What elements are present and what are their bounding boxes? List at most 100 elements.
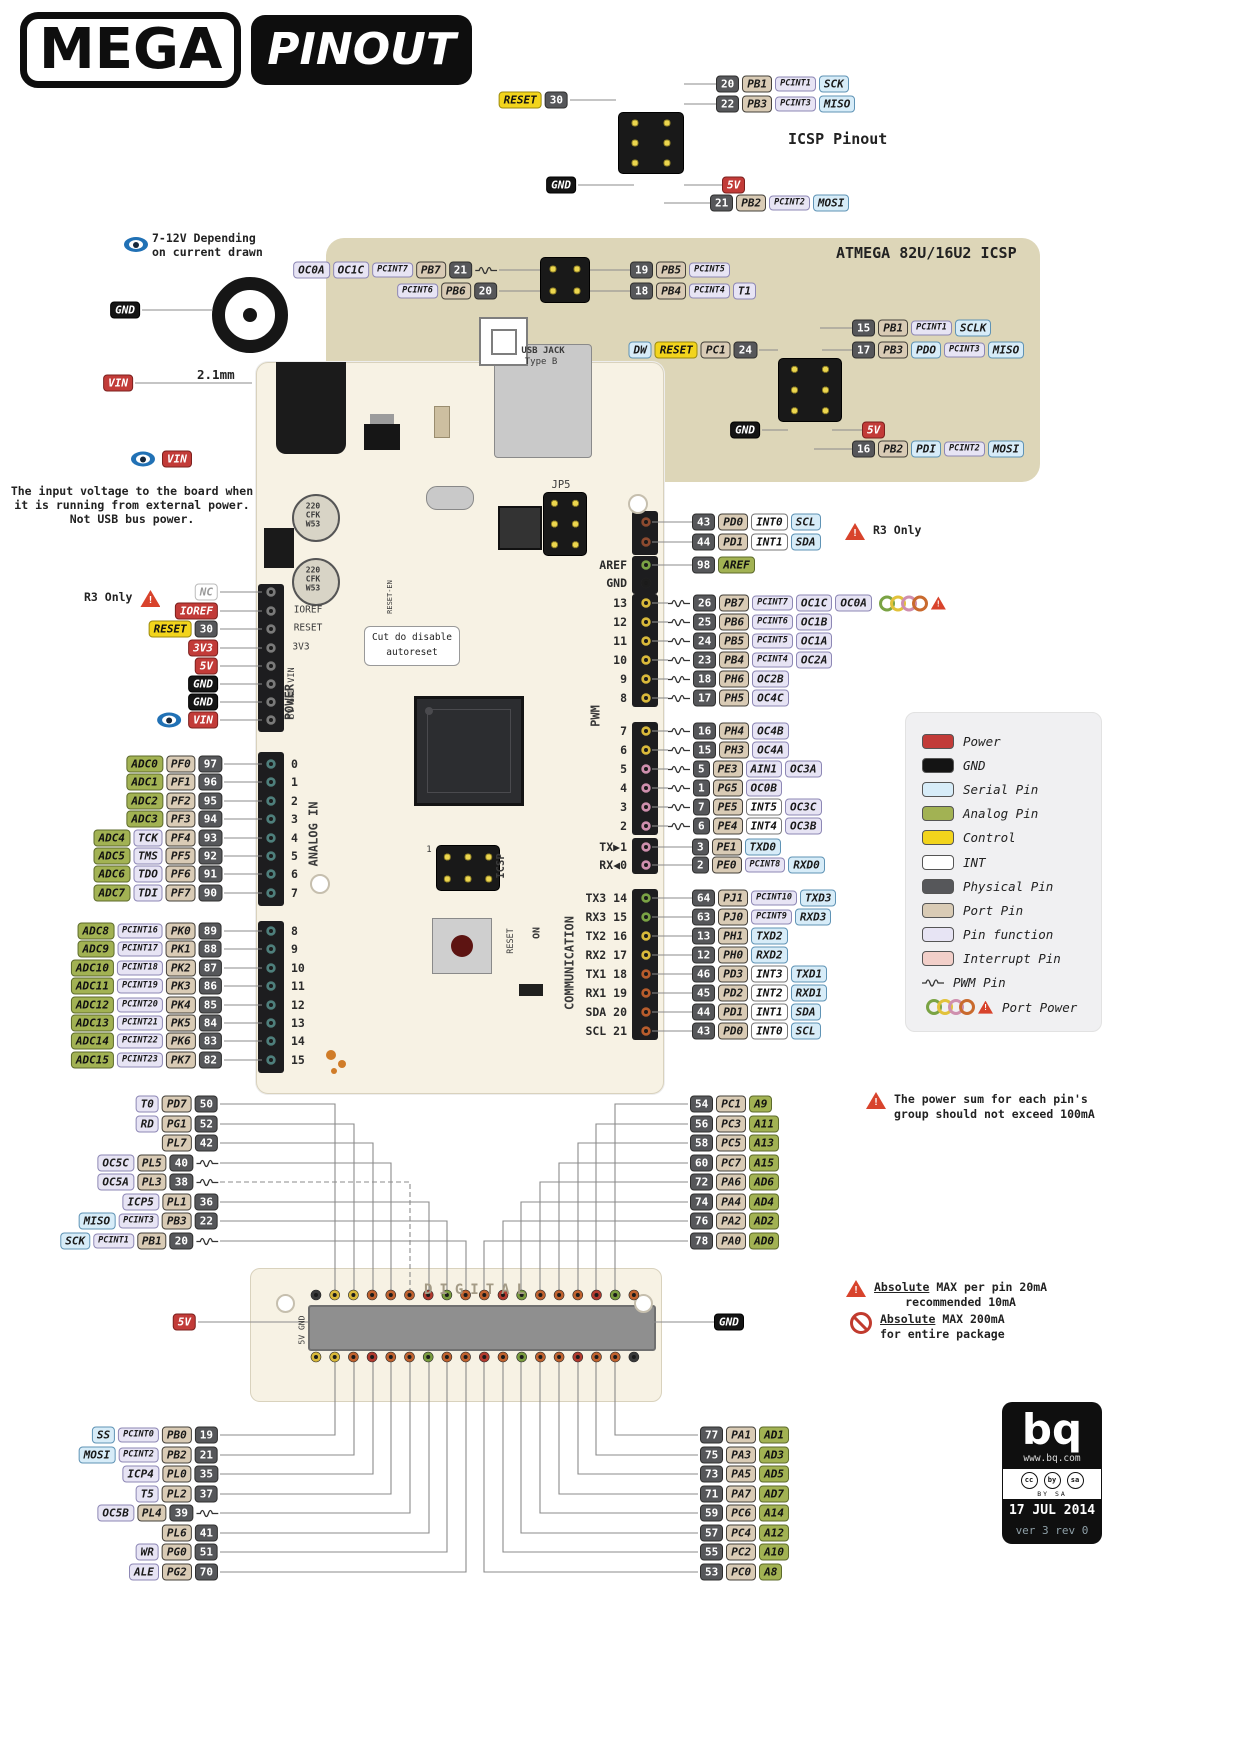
analog-header-1	[258, 752, 284, 906]
physical-pin-chip: 70	[194, 1563, 218, 1581]
supply-note: 7-12V Depending on current drawn	[152, 231, 263, 259]
physical-pin-chip: 77	[700, 1426, 724, 1444]
serial-pin-chip: TXD1	[790, 965, 828, 983]
physical-pin-chip: 53	[700, 1563, 724, 1581]
smd-black-2	[519, 984, 543, 996]
pin-function-chip: OC4C	[752, 689, 789, 707]
port-pin-chip: PB4	[719, 651, 750, 669]
abs-rest: MAX 200mA	[935, 1312, 1005, 1326]
legend-item: Pin function	[922, 923, 1101, 947]
port-pin-chip: PD0	[718, 1022, 749, 1040]
analog-pin-chip: AD3	[759, 1446, 789, 1464]
analog-pin-chip: AD0	[749, 1232, 779, 1250]
gnd-chip: GND	[188, 675, 218, 693]
port-pin-chip: PC2	[726, 1543, 757, 1561]
port-pin-chip: PA6	[716, 1173, 747, 1191]
analog-header-2	[258, 921, 284, 1073]
int-chip: INT5	[745, 798, 782, 816]
pin-function-chip: PCINT20	[117, 997, 163, 1013]
port-power-ring	[959, 999, 975, 1016]
abs-word: Absolute	[874, 1280, 930, 1294]
legend-label: Control	[963, 830, 1016, 846]
regulator-tab	[370, 414, 394, 424]
port-pin-chip: PB2	[161, 1446, 192, 1464]
port-pin-chip: PB3	[742, 95, 773, 113]
physical-pin-chip: 98	[692, 556, 716, 574]
analog-pin-chip: ADC3	[126, 810, 163, 828]
legend-swatch	[922, 927, 954, 943]
pin-function-chip: OC2B	[752, 670, 789, 688]
port-pin-chip: PC1	[716, 1095, 747, 1113]
pwm-squiggle-icon	[668, 673, 690, 685]
port-pin-chip: PD7	[161, 1095, 192, 1113]
bq-name: bq	[1021, 1405, 1083, 1454]
r3-only-label: R3 Only	[873, 523, 922, 537]
serial-pin-chip: SCL	[790, 513, 821, 531]
port-pin-chip: PA4	[716, 1193, 747, 1211]
pin-row: VIN	[103, 374, 133, 392]
legend-item: GND	[922, 753, 1101, 777]
pwm-squiggle-icon	[196, 1235, 218, 1247]
nc-chip: NC	[194, 583, 218, 601]
gnd-chip: GND	[546, 176, 576, 194]
legend-label: Interrupt Pin	[963, 951, 1061, 967]
legend-item: Analog Pin	[922, 802, 1101, 826]
pin-function-chip: PCINT5	[752, 633, 793, 649]
legend-label: Physical Pin	[963, 878, 1054, 894]
pin-function-chip: PCINT19	[117, 978, 163, 994]
physical-pin-chip: 42	[194, 1134, 218, 1152]
digital-header-seg-4	[632, 722, 658, 835]
physical-pin-chip: 78	[690, 1232, 714, 1250]
usb-connector-face	[479, 317, 528, 366]
warning-icon	[845, 523, 865, 540]
analog-pin-chip: A14	[759, 1504, 789, 1522]
physical-pin-chip: 30	[544, 91, 568, 109]
pin-function-chip: PCINT7	[752, 595, 793, 611]
port-pin-chip: PC3	[716, 1115, 747, 1133]
reset-button-cap	[451, 935, 473, 957]
warning-icon	[930, 596, 946, 610]
port-pin-chip: PK0	[165, 922, 196, 940]
r3-only-label: R3 Only	[84, 590, 133, 604]
cc-license: cc by sa BY SA	[1002, 1469, 1102, 1499]
physical-pin-chip: 26	[693, 594, 717, 612]
port-pin-chip: PH5	[719, 689, 750, 707]
pin-function-chip: PCINT3	[118, 1213, 159, 1229]
port-pin-chip: PB6	[719, 613, 750, 631]
physical-pin-chip: 2	[692, 856, 709, 874]
pin-function-chip: T5	[135, 1485, 159, 1503]
decor-dot-3	[331, 1068, 337, 1074]
gnd-chip: GND	[110, 301, 140, 319]
digital-header-seg-3	[632, 594, 658, 707]
warning-icon	[866, 1092, 886, 1109]
pin-function-chip: WR	[135, 1543, 159, 1561]
control-chip: RESET	[148, 620, 192, 638]
port-pin-chip: PB0	[161, 1426, 192, 1444]
port-pin-chip: PL3	[136, 1173, 167, 1191]
port-pin-chip: PK5	[165, 1014, 196, 1032]
pin-function-chip: PCINT0	[118, 1427, 159, 1443]
physical-pin-chip: 45	[692, 984, 716, 1002]
barrel-jack-pin	[243, 308, 257, 322]
warning-icon	[846, 1280, 866, 1297]
physical-pin-chip: 12	[692, 946, 716, 964]
physical-pin-chip: 71	[700, 1485, 724, 1503]
port-pin-chip: PB1	[742, 75, 773, 93]
physical-pin-chip: 35	[194, 1465, 218, 1483]
serial-pin-chip: SCL	[790, 1022, 821, 1040]
abs-word: Absolute	[880, 1312, 936, 1326]
